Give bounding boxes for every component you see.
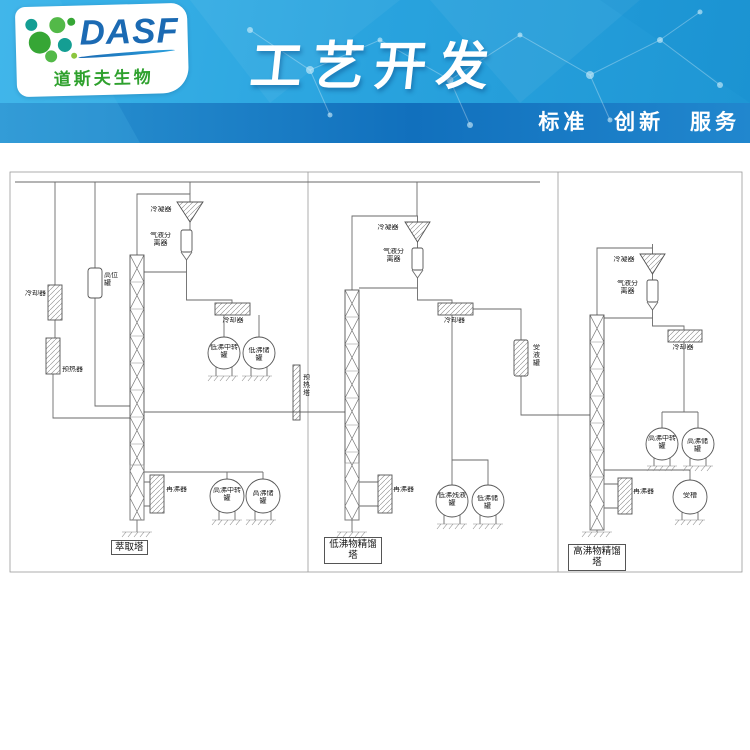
header-banner: DASF 道斯夫生物 工艺开发 标准 创新 服务 bbox=[0, 0, 750, 143]
tower-name-3: 高沸物精馏塔 bbox=[568, 544, 626, 571]
condenser-3-label: 冷凝器 bbox=[613, 256, 635, 263]
cooler-3-label: 冷却器 bbox=[672, 344, 694, 351]
receiver-vessel bbox=[513, 339, 529, 377]
tank-mid-a-label: 低沸中转罐 bbox=[210, 344, 238, 359]
banner-tagline: 标准 创新 服务 bbox=[538, 111, 740, 134]
tank-bot-a-label: 高沸中转罐 bbox=[213, 487, 241, 502]
top-manifold-pipe bbox=[15, 181, 540, 285]
tank-3b-label: 高沸储罐 bbox=[687, 438, 708, 453]
extraction-tower-section: 冷凝器 气液分离器 高位罐 冷却器 预热器 冷却器 低沸中转罐 低沸储罐 再沸器… bbox=[25, 193, 345, 556]
page-title: 工艺开发 bbox=[247, 38, 502, 96]
diagram-area: 冷凝器 气液分离器 高位罐 冷却器 预热器 冷却器 低沸中转罐 低沸储罐 再沸器… bbox=[0, 160, 750, 750]
cooler-3 bbox=[667, 329, 703, 343]
diagram-frame bbox=[9, 171, 743, 573]
process-flow-diagram: 冷凝器 气液分离器 高位罐 冷却器 预热器 冷却器 低沸中转罐 低沸储罐 再沸器… bbox=[9, 171, 743, 573]
banner-strip bbox=[0, 103, 750, 143]
preheater-label: 预热器 bbox=[62, 366, 83, 373]
low-boiler-storage-tank-2 bbox=[471, 484, 505, 518]
tank-mid-b-label: 低沸储罐 bbox=[248, 347, 270, 362]
separator-2-label: 气液分离器 bbox=[383, 248, 404, 263]
reboiler-3 bbox=[617, 477, 633, 515]
cooler-2-label: 冷却器 bbox=[444, 317, 465, 324]
receiver-drum-label: 受槽 bbox=[683, 492, 697, 499]
condenser-2-label: 冷凝器 bbox=[377, 224, 399, 231]
high-boiler-column-packing bbox=[589, 476, 605, 531]
high-level-tank bbox=[87, 267, 103, 299]
extraction-column-packing bbox=[129, 464, 145, 521]
tank-3a-label: 高沸中转罐 bbox=[648, 435, 676, 450]
high-boiler-storage-tank-1 bbox=[245, 478, 281, 514]
tank-2a-label: 低沸残液罐 bbox=[438, 492, 466, 507]
reboiler-1 bbox=[149, 474, 165, 514]
condenser-1-label: 冷凝器 bbox=[150, 206, 172, 213]
cooler-2 bbox=[437, 302, 474, 316]
tank-bot-b-label: 高沸储罐 bbox=[252, 490, 274, 505]
separator-1-label: 气液分离器 bbox=[150, 232, 171, 247]
preheater bbox=[45, 337, 61, 375]
condenser-2-icon bbox=[404, 221, 431, 243]
low-boiler-column-packing bbox=[344, 462, 360, 521]
preheat-tower-column bbox=[292, 364, 301, 421]
high-tank-label: 高位罐 bbox=[104, 272, 118, 287]
tank-2b-label: 低沸储罐 bbox=[477, 495, 498, 510]
reboiler-1-label: 再沸器 bbox=[166, 486, 187, 493]
reboiler-2-label: 再沸器 bbox=[393, 486, 414, 493]
high-boiler-tower-section: 冷凝器 气液分离器 冷却器 高沸中转罐 高沸储罐 再沸器 受槽 高沸物精馏塔 bbox=[568, 244, 715, 571]
cooler-1-label: 冷却器 bbox=[222, 317, 244, 324]
high-boiler-storage-tank-3 bbox=[681, 427, 715, 461]
molecule-cluster-icon bbox=[25, 17, 78, 63]
high-boiler-column bbox=[589, 314, 605, 531]
reboiler-3-label: 再沸器 bbox=[633, 488, 654, 495]
low-boiler-transfer-tank bbox=[207, 336, 241, 370]
low-boiler-tower-section: 冷凝器 气液分离器 冷却器 受液罐 再沸器 低沸残液罐 低沸储罐 低沸物精馏塔 bbox=[324, 215, 590, 564]
gas-liquid-separator-1 bbox=[180, 229, 193, 253]
low-boiler-storage-tank bbox=[242, 336, 276, 370]
receiver-label: 受液罐 bbox=[533, 344, 540, 367]
gas-liquid-separator-2 bbox=[411, 247, 424, 271]
left-cooler-label: 冷却器 bbox=[25, 290, 46, 297]
preheat-tower-label: 预热塔 bbox=[303, 374, 310, 397]
receiver-drum bbox=[672, 479, 708, 515]
condenser-3-icon bbox=[639, 253, 666, 275]
left-cooler bbox=[47, 284, 63, 321]
gas-liquid-separator-3 bbox=[646, 279, 659, 303]
cooler-1 bbox=[214, 302, 251, 316]
tower-name-1: 萃取塔 bbox=[111, 540, 148, 556]
condenser-1-icon bbox=[176, 201, 204, 223]
extraction-column bbox=[129, 254, 145, 521]
low-boiler-residue-tank bbox=[435, 484, 469, 518]
high-boiler-transfer-tank-3 bbox=[645, 427, 679, 461]
brand-logo: DASF 道斯夫生物 bbox=[14, 2, 190, 98]
reboiler-2 bbox=[377, 474, 393, 514]
high-boiler-transfer-tank-1 bbox=[209, 478, 245, 514]
separator-3-label: 气液分离器 bbox=[617, 280, 638, 295]
tower-name-2: 低沸物精馏塔 bbox=[324, 537, 382, 564]
low-boiler-column bbox=[344, 289, 360, 521]
